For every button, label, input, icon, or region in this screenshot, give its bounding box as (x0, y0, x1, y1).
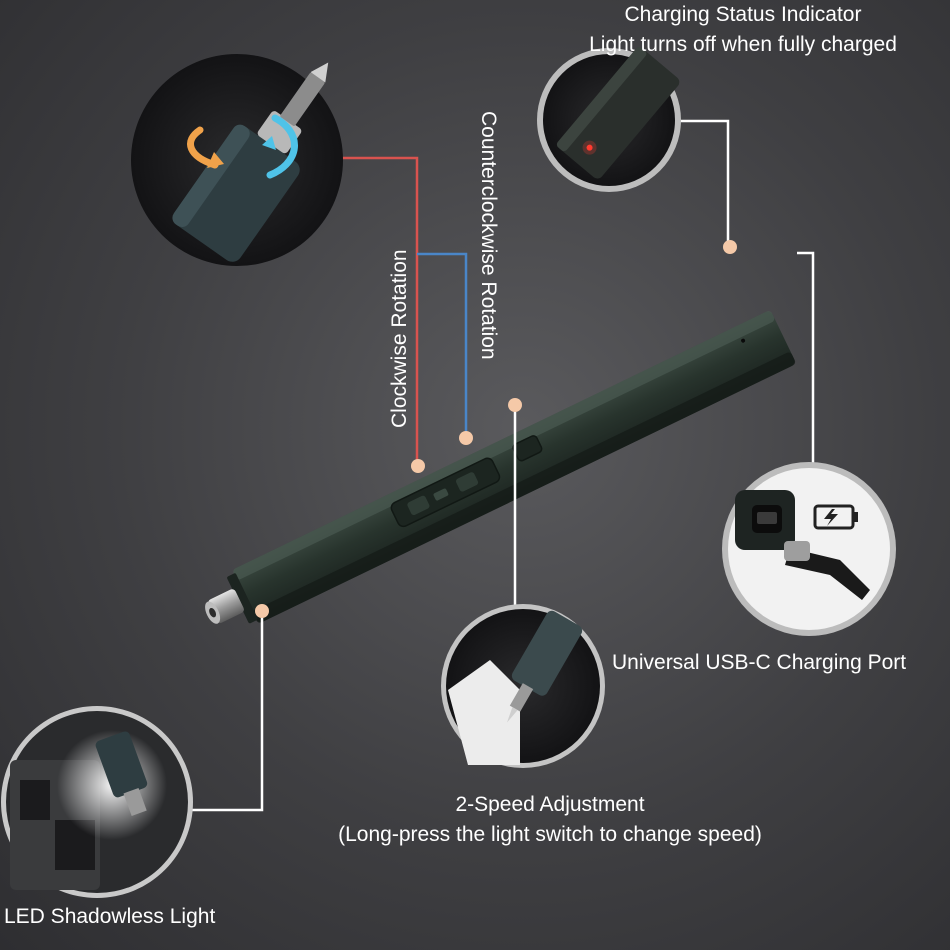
battery-charging-icon (813, 504, 858, 530)
clockwise-dot (411, 459, 425, 473)
usb-port-label: Universal USB-C Charging Port (612, 651, 907, 674)
charging-status-subtitle: Light turns off when fully charged (589, 33, 897, 56)
usb-port-line (797, 251, 815, 465)
speed-adjustment-subtitle: (Long-press the light switch to change s… (338, 823, 762, 846)
led-detail-circle (1, 706, 193, 898)
rotation-detail-circle (131, 54, 343, 266)
indicator-detail-circle (537, 47, 681, 192)
counterclockwise-rotation-label: Counterclockwise Rotation (477, 111, 500, 360)
led-light-line (188, 611, 264, 812)
charging-status-title: Charging Status Indicator (624, 3, 862, 26)
clockwise-line (342, 156, 419, 466)
counterclockwise-dot (459, 431, 473, 445)
speed-detail-circle (441, 604, 605, 768)
rotation-arrows-icon (187, 114, 298, 179)
speed-adjustment-title: 2-Speed Adjustment (455, 793, 645, 816)
usb-detail-circle (722, 462, 896, 636)
led-light-label: LED Shadowless Light (4, 905, 216, 928)
clockwise-rotation-label: Clockwise Rotation (388, 249, 411, 428)
counterclockwise-line (417, 252, 468, 436)
speed-switch-dot (508, 398, 522, 412)
led-dot (255, 604, 269, 618)
speed-adjustment-label: 2-Speed Adjustment (Long-press the light… (300, 790, 800, 850)
indicator-dot (723, 240, 737, 254)
charging-status-label: Charging Status Indicator Light turns of… (563, 0, 923, 60)
